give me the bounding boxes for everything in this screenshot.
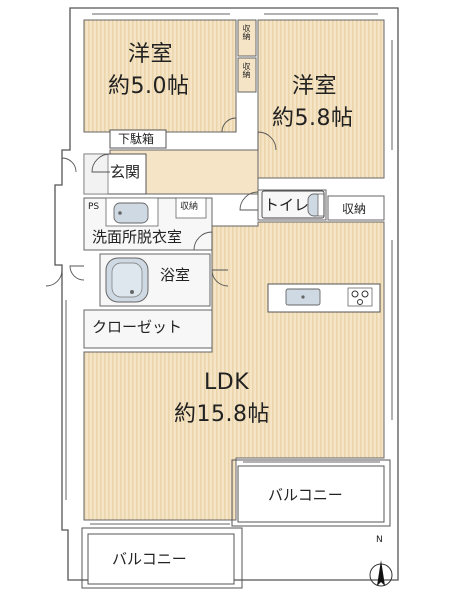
storage-a-floor <box>237 19 257 57</box>
balcony-right-floor <box>237 465 385 523</box>
ldk-area: 約15.8帖 <box>174 402 270 427</box>
entrance-label: 玄関 <box>110 163 141 181</box>
storage-d-floor <box>327 195 385 221</box>
stove-icon <box>347 287 373 307</box>
storage-b-floor <box>237 57 257 93</box>
bathroom-label: 浴室 <box>160 266 191 284</box>
windows <box>65 13 393 525</box>
north-arrow-icon <box>369 560 393 587</box>
western-room-1-floor <box>83 19 237 133</box>
western-room-1-name: 洋室 <box>128 42 174 67</box>
balcony-bottom-floor <box>87 533 235 585</box>
toilet-icon <box>307 193 325 217</box>
sink-icon <box>113 202 149 224</box>
balcony-bottom-label: バルコニー <box>112 550 187 568</box>
washroom-label: 洗面所脱衣室 <box>92 228 183 246</box>
closet-floor <box>83 309 213 349</box>
bathtub-icon <box>105 257 149 303</box>
door-swing-icon <box>45 117 277 287</box>
north-label: N <box>376 535 383 545</box>
shoe-box-floor <box>109 129 167 149</box>
storage-d-label: 収納 <box>342 202 367 216</box>
storage-b-label: 収納 <box>242 62 251 78</box>
storage-c-label: 収納 <box>180 202 199 212</box>
toilet-label: トイレ <box>264 196 310 214</box>
ps-label: PS <box>88 202 100 212</box>
western-room-2-name: 洋室 <box>292 74 338 99</box>
western-room-2-area: 約5.8帖 <box>272 106 354 131</box>
shoe-box-label: 下駄箱 <box>118 132 155 146</box>
western-room-1-area: 約5.0帖 <box>108 74 190 99</box>
balcony-right-label: バルコニー <box>268 486 343 504</box>
storage-a-label: 収納 <box>242 24 251 40</box>
western-room-2-floor <box>257 19 385 179</box>
ldk-name: LDK <box>204 370 250 395</box>
closet-label: クローゼット <box>92 318 183 336</box>
